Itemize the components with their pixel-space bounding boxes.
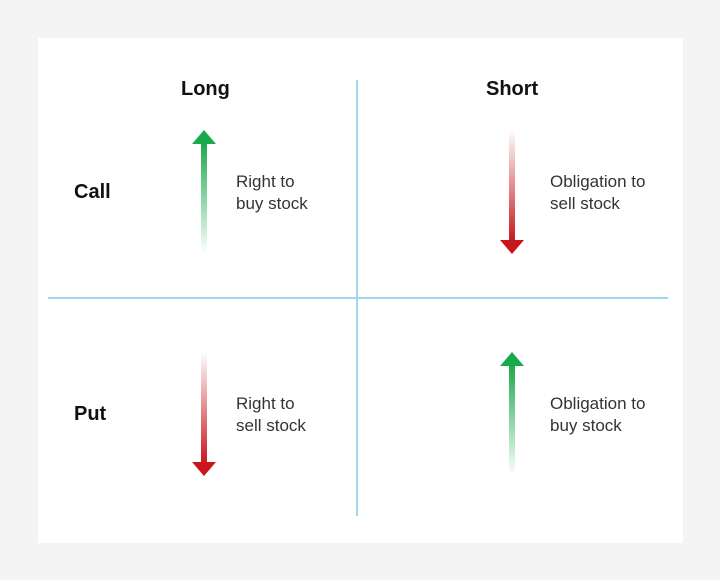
cell-short-put-text: Obligation to buy stock (550, 394, 646, 435)
cell-short-call-text: Obligation to sell stock (550, 172, 646, 213)
row-header-put: Put (74, 403, 107, 425)
cell-long-put-text: Right to sell stock (236, 394, 306, 435)
column-header-short: Short (486, 78, 539, 100)
column-header-long: Long (181, 78, 230, 100)
row-header-call: Call (74, 181, 111, 203)
horizontal-divider (48, 297, 668, 299)
arrow-down-icon (500, 130, 524, 254)
arrow-down-icon (192, 352, 216, 476)
cell-long-call-text: Right to buy stock (236, 172, 308, 213)
arrow-up-icon (500, 352, 524, 476)
diagram-card (38, 38, 683, 543)
arrow-up-icon (192, 130, 216, 254)
